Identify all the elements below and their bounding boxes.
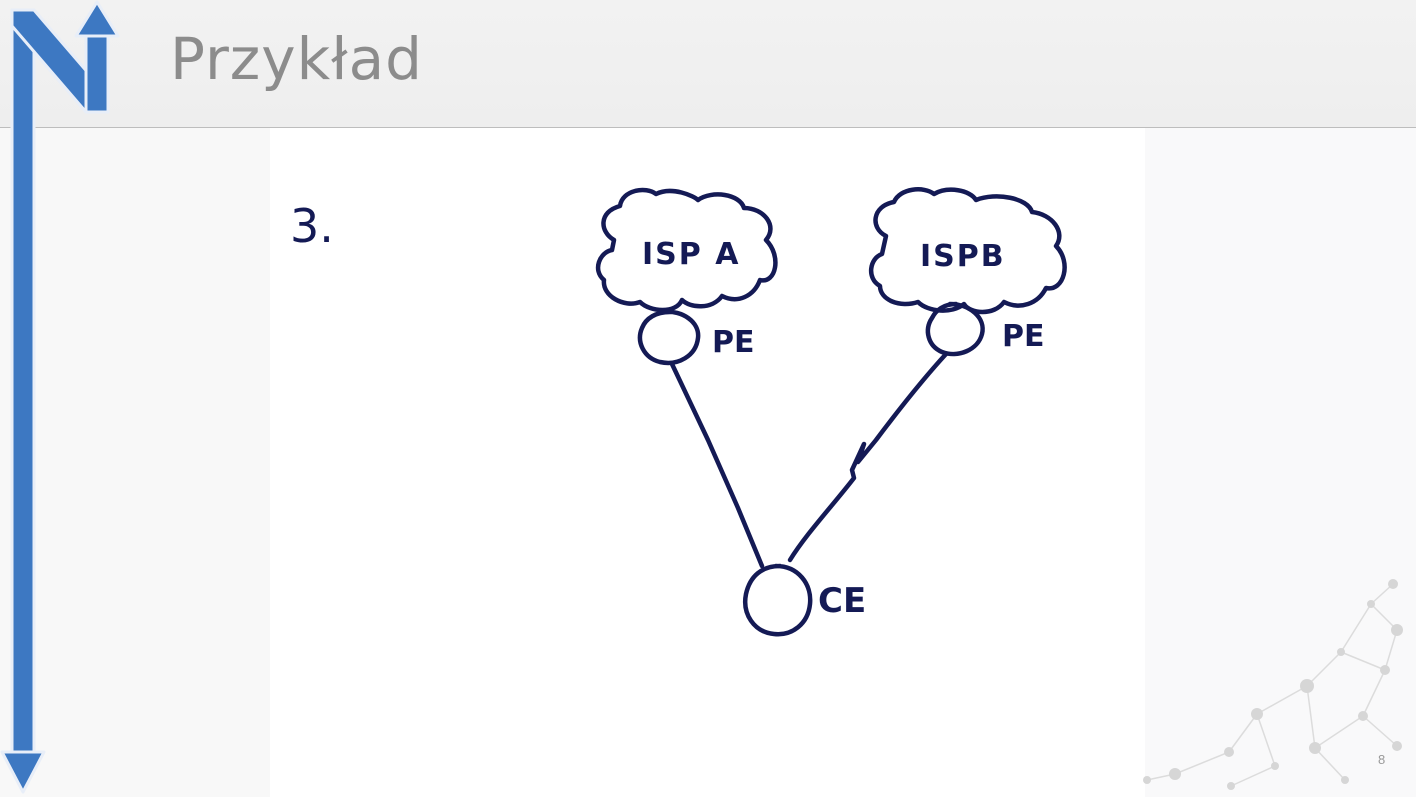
ce-label: CE bbox=[818, 581, 866, 621]
isp-b-cloud bbox=[869, 187, 1067, 315]
network-nodes-icon bbox=[1143, 579, 1403, 790]
ce-circle bbox=[742, 563, 813, 637]
isp-a-label: ISP A bbox=[642, 237, 740, 272]
pe-a-label: PE bbox=[712, 325, 754, 360]
n-arrow-logo-icon bbox=[0, 0, 120, 794]
pe-a-circle bbox=[637, 309, 701, 366]
isp-a-cloud bbox=[595, 187, 778, 313]
step-number: 3. bbox=[290, 199, 334, 253]
isp-b-label: ISPB bbox=[920, 239, 1006, 274]
pe-b-label: PE bbox=[1002, 319, 1044, 354]
link-pe-b-ce bbox=[787, 351, 949, 563]
slide-title: Przykład bbox=[170, 25, 423, 93]
right-margin bbox=[1145, 128, 1416, 797]
left-margin bbox=[0, 128, 270, 797]
pe-b-circle bbox=[925, 301, 985, 357]
link-pe-a-ce bbox=[669, 361, 765, 569]
page-number: 8 bbox=[1378, 752, 1386, 767]
header-band bbox=[0, 0, 1416, 128]
